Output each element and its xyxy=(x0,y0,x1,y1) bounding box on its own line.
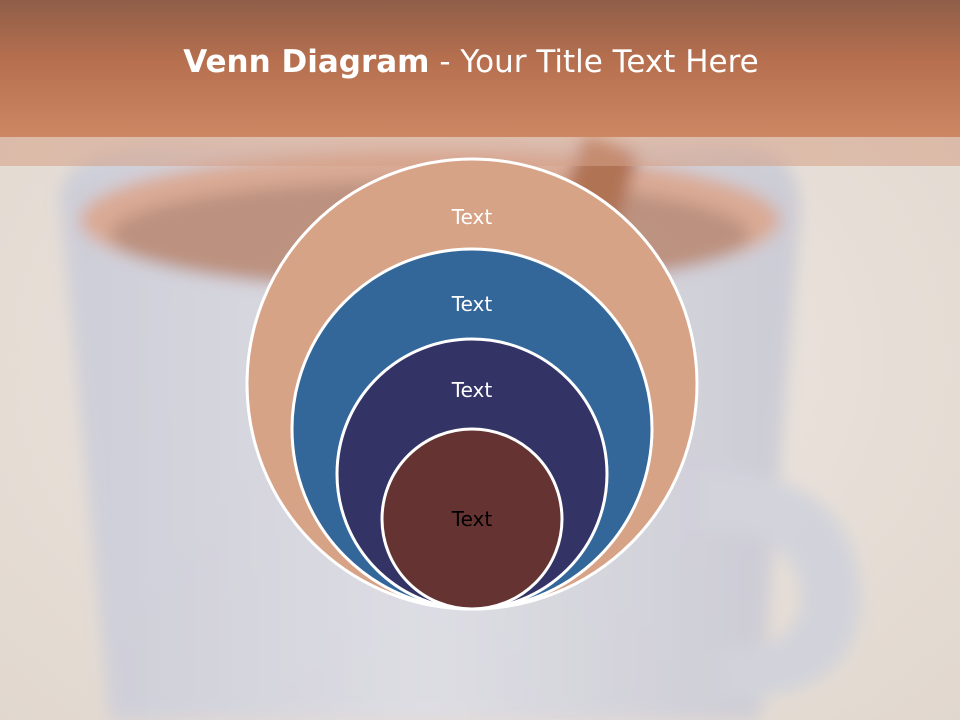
slide-title[interactable]: Venn Diagram - Your Title Text Here xyxy=(0,40,942,84)
ring-outer-label: Text xyxy=(451,205,493,229)
ring-inner-label: Text xyxy=(451,507,493,531)
ring-third-label: Text xyxy=(451,378,493,402)
slide-title-rest: - Your Title Text Here xyxy=(429,44,759,80)
ring-inner[interactable]: Text xyxy=(380,427,564,611)
title-bar xyxy=(0,0,960,137)
ring-second-label: Text xyxy=(451,292,493,316)
slide-title-bold: Venn Diagram xyxy=(183,44,430,80)
